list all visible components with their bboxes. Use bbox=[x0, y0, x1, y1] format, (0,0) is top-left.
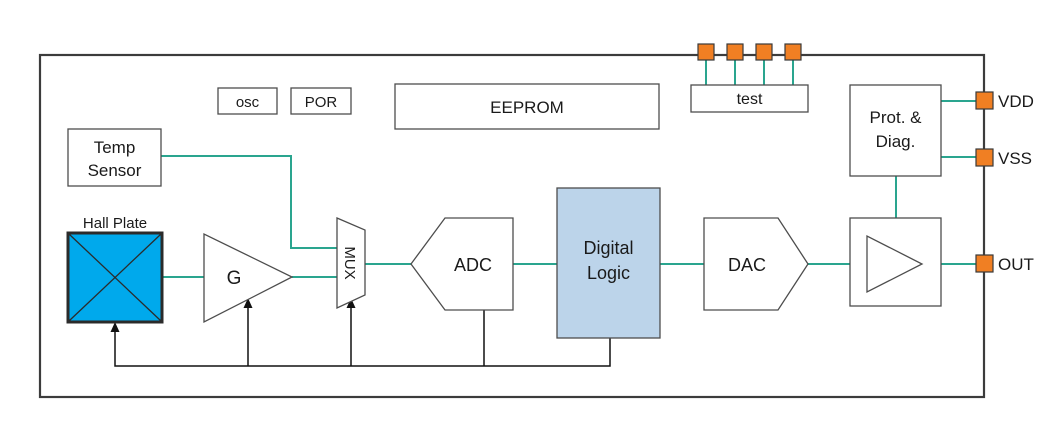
test-block: test bbox=[690, 84, 809, 113]
test-pin-1 bbox=[697, 43, 715, 61]
test-pin-3 bbox=[755, 43, 773, 61]
prot-diag-label-line2: Diag. bbox=[876, 132, 916, 151]
digital-logic-label-line2: Logic bbox=[587, 263, 630, 283]
hall-plate-label: Hall Plate bbox=[83, 215, 147, 232]
gain-amplifier: G bbox=[203, 232, 294, 324]
control-bus-line bbox=[114, 330, 611, 367]
chip-outline bbox=[38, 53, 986, 399]
vss-label: VSS bbox=[998, 149, 1032, 168]
dac-label: DAC bbox=[728, 255, 766, 275]
temp-sensor-label-line2: Sensor bbox=[88, 161, 142, 180]
out-label: OUT bbox=[998, 255, 1034, 274]
osc-block: osc bbox=[217, 87, 278, 115]
control-bus bbox=[110, 298, 611, 367]
prot-diag-label-line1: Prot. & bbox=[870, 108, 923, 127]
adc-block: ADC bbox=[410, 217, 514, 311]
driver-amplifier-icon bbox=[866, 234, 924, 294]
out-pin: OUT bbox=[975, 254, 1034, 274]
mux-label: MUX bbox=[341, 246, 358, 279]
hall-plate-block: Hall Plate bbox=[66, 215, 164, 324]
vdd-pin: VDD bbox=[975, 91, 1034, 111]
gain-label: G bbox=[227, 268, 242, 289]
eeprom-label: EEPROM bbox=[490, 98, 564, 117]
temp-sensor-label-line1: Temp bbox=[94, 138, 136, 157]
vdd-label: VDD bbox=[998, 92, 1034, 111]
signal-wires bbox=[161, 60, 978, 278]
test-label: test bbox=[737, 91, 763, 108]
eeprom-block: EEPROM bbox=[394, 83, 660, 130]
output-driver-block bbox=[849, 217, 942, 307]
vss-pin: VSS bbox=[975, 148, 1032, 168]
arrow-to-hall-plate bbox=[110, 322, 120, 332]
test-pin-2 bbox=[726, 43, 744, 61]
osc-label: osc bbox=[236, 94, 260, 111]
test-pins bbox=[697, 43, 802, 61]
digital-logic-block: Digital Logic bbox=[556, 187, 661, 339]
dac-block: DAC bbox=[703, 217, 809, 311]
prot-diag-block: Prot. & Diag. bbox=[849, 84, 942, 177]
temp-sensor-block: Temp Sensor bbox=[67, 128, 162, 187]
mux-block: MUX bbox=[336, 217, 366, 310]
adc-label: ADC bbox=[454, 255, 492, 275]
arrow-to-mux bbox=[346, 298, 356, 308]
digital-logic-label-line1: Digital bbox=[583, 238, 633, 258]
por-block: POR bbox=[290, 87, 352, 115]
arrow-to-gain bbox=[243, 298, 253, 308]
test-pin-4 bbox=[784, 43, 802, 61]
por-label: POR bbox=[305, 94, 338, 111]
wire-temp-to-mux bbox=[161, 155, 337, 249]
